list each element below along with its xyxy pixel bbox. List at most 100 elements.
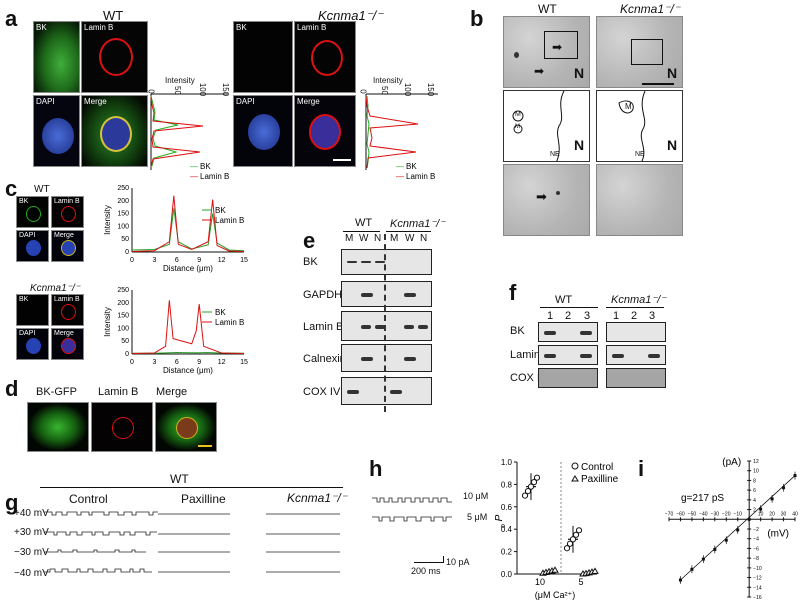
d-lamin-image xyxy=(91,402,153,452)
a-wt-tick-50: 50 xyxy=(172,86,182,95)
data-point xyxy=(690,567,694,571)
e-row-laminb: Lamin B xyxy=(303,321,344,333)
f-lane-5: 2 xyxy=(631,310,638,322)
b-wt-em-image: ➡ ➡ N xyxy=(503,16,590,88)
h-scale-ms: 200 ms xyxy=(411,566,441,576)
x-tick-label: 9 xyxy=(197,257,201,264)
e-ko-label: Kcnma1⁻/⁻ xyxy=(390,218,446,230)
panel-label-e: e xyxy=(303,228,316,253)
f-lane-3: 3 xyxy=(584,310,591,322)
y-axis-label: Intensity xyxy=(103,205,112,235)
data-point-control xyxy=(566,540,574,547)
y-axis-subscript: o xyxy=(500,524,507,528)
y-tick-label: 50 xyxy=(121,236,129,243)
y-tick-label: −10 xyxy=(753,566,762,572)
x-tick-label: −60 xyxy=(676,511,685,517)
c-ko-dapi-image: DAPI xyxy=(16,328,49,360)
data-point-control xyxy=(524,488,532,495)
a-wt-tick-150: 150 xyxy=(221,82,231,97)
y-tick-label: −16 xyxy=(753,595,762,601)
svg-text:Lamin B: Lamin B xyxy=(200,172,229,181)
svg-text:—: — xyxy=(190,162,198,171)
data-point-control xyxy=(572,531,580,538)
b-wt-diagram: M M NE N xyxy=(503,90,590,162)
f-row-bk: BK xyxy=(510,325,525,337)
data-point xyxy=(678,578,682,582)
f-ko-label: Kcnma1⁻/⁻ xyxy=(611,294,667,306)
x-tick-label: −10 xyxy=(733,511,742,517)
data-point-control xyxy=(527,483,535,490)
y-tick-label: 250 xyxy=(117,185,129,192)
a-wt-lamin-image: Lamin B xyxy=(81,21,148,93)
x-axis-label: (mV) xyxy=(767,528,789,539)
a-ko-lamin-image: Lamin B xyxy=(294,21,356,93)
d-lamin-label: Lamin B xyxy=(98,386,139,398)
y-axis-label: P xyxy=(495,514,505,521)
legend-lamin: Lamin B xyxy=(215,318,244,327)
x-tick-label: −30 xyxy=(711,511,720,517)
y-tick-label: 12 xyxy=(753,459,759,465)
g-ko-label: Kcnma1⁻/⁻ xyxy=(287,491,348,505)
b-ko-diagram: M NE N xyxy=(596,90,683,162)
a-ko-merge-image: Merge xyxy=(294,95,356,167)
e-lane-4: M xyxy=(390,233,399,244)
y-tick-label: 8 xyxy=(753,478,756,484)
a-ko-dapi-image: DAPI xyxy=(233,95,293,167)
c-ko-bk-image: BK xyxy=(16,294,49,326)
y-tick-label: −8 xyxy=(753,556,759,562)
data-point-control xyxy=(569,536,577,543)
e-blot-bk xyxy=(341,249,432,275)
a-wt-intensity-label: Intensity xyxy=(165,76,195,85)
legend-marker-paxilline xyxy=(571,475,579,482)
y-tick-label: 200 xyxy=(117,198,129,205)
y-tick-label: −6 xyxy=(753,546,759,552)
y-tick-label: 0 xyxy=(125,249,129,256)
e-divider xyxy=(384,234,386,412)
y-tick-label: 250 xyxy=(117,287,129,294)
a-wt-tick-0: 0 xyxy=(146,89,156,94)
x-tick-label: 6 xyxy=(175,257,179,264)
e-lane-5: W xyxy=(405,233,415,244)
y-tick-label: 0.6 xyxy=(501,503,513,512)
series-line-lamin-b xyxy=(131,300,245,354)
h-label-10uM: 10 μM xyxy=(463,491,489,501)
y-tick-label: 10 xyxy=(753,469,759,475)
panel-label-g: g xyxy=(5,490,19,515)
f-wt-label: WT xyxy=(555,294,573,306)
data-point-paxilline xyxy=(551,566,559,573)
svg-text:—: — xyxy=(190,172,198,181)
a-wt-bk-image: BK xyxy=(33,21,80,93)
a-wt-title: WT xyxy=(103,8,124,23)
a-ko-tick-150: 150 xyxy=(426,82,436,97)
e-blot-gapdh xyxy=(341,281,432,307)
svg-text:—: — xyxy=(396,172,404,181)
e-blot-calnexin xyxy=(341,344,432,372)
y-tick-label: 6 xyxy=(753,488,756,494)
b-ko-em-image: N xyxy=(596,16,683,88)
data-point xyxy=(736,528,740,532)
f-row-cox4: COX IV xyxy=(510,372,548,384)
data-point-control xyxy=(533,474,541,481)
d-merge-label: Merge xyxy=(156,386,188,398)
y-tick-label: 100 xyxy=(117,325,129,332)
data-point xyxy=(759,507,763,511)
e-blot-cox4 xyxy=(341,377,432,405)
legend-bk: BK xyxy=(215,308,226,317)
a-ko-tick-100: 100 xyxy=(403,82,413,97)
x-tick-label: 0 xyxy=(130,359,134,366)
x-tick-label: 12 xyxy=(218,257,226,264)
x-axis-label: Distance (μm) xyxy=(163,366,213,375)
e-blot-laminb xyxy=(341,311,432,341)
legend-marker-control xyxy=(571,462,579,470)
a-wt-merge-image: Merge xyxy=(81,95,148,167)
x-tick-label: 30 xyxy=(781,511,787,517)
c-ko-lamin-image: Lamin B xyxy=(51,294,84,326)
h-traces xyxy=(372,497,452,522)
y-tick-label: −2 xyxy=(753,527,759,533)
data-point xyxy=(770,497,774,501)
f-lane-6: 3 xyxy=(649,310,656,322)
x-tick-label: 0 xyxy=(130,257,134,264)
y-tick-label: 2 xyxy=(753,508,756,514)
